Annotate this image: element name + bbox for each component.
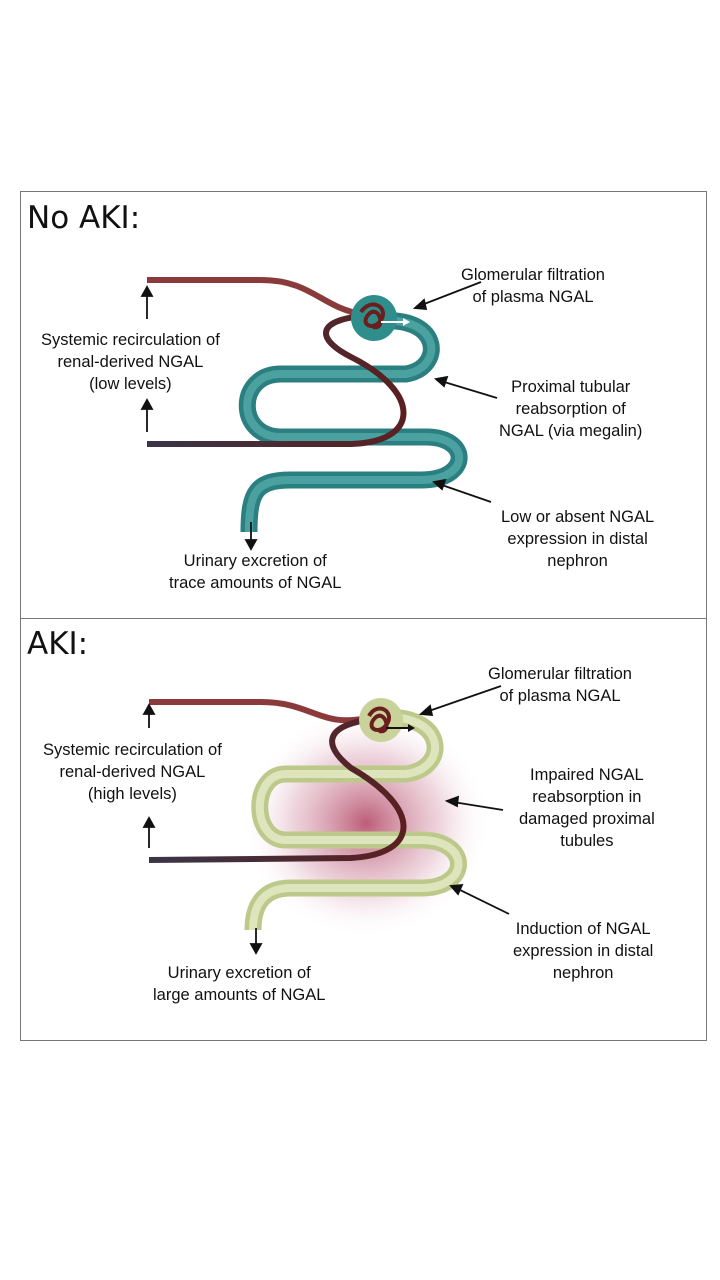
afferent-vessel — [149, 699, 367, 724]
annotation-arrows — [142, 685, 510, 955]
label-urinary: Urinary excretion of large amounts of NG… — [153, 962, 325, 1006]
panel-no-aki: No AKI: — [21, 192, 706, 619]
label-line: nephron — [552, 964, 614, 982]
label-line: expression in distal — [507, 530, 648, 548]
label-systemic: Systemic recirculation of renal-derived … — [43, 739, 222, 805]
label-line: of plasma NGAL — [472, 288, 594, 306]
label-line: reabsorption of — [515, 400, 626, 418]
panel-aki: AKI: — [21, 618, 706, 1040]
label-line: damaged proximal — [519, 810, 655, 828]
label-line: Systemic recirculation of — [43, 741, 222, 759]
label-line: Low or absent NGAL — [501, 508, 655, 526]
nephron-illustration — [142, 685, 510, 955]
panel-title: No AKI: — [27, 200, 141, 236]
label-line: renal-derived NGAL — [57, 353, 204, 371]
glomerulus — [351, 295, 397, 341]
injury-glow — [241, 708, 491, 938]
efferent-vessel — [147, 313, 407, 447]
label-line: large amounts of NGAL — [153, 986, 326, 1004]
label-glomerular-filtration: Glomerular filtration of plasma NGAL — [461, 264, 605, 308]
label-distal: Low or absent NGAL expression in distal … — [501, 506, 654, 572]
label-line: Glomerular filtration — [488, 665, 632, 683]
label-line: nephron — [547, 552, 608, 570]
label-line: Glomerular filtration — [461, 266, 605, 284]
label-distal: Induction of NGAL expression in distal n… — [513, 918, 653, 984]
label-line: tubules — [560, 832, 614, 850]
efferent-vessel — [148, 717, 407, 863]
label-line: Urinary excretion of — [183, 552, 327, 570]
label-systemic: Systemic recirculation of renal-derived … — [41, 329, 220, 395]
label-proximal: Proximal tubular reabsorption of NGAL (v… — [499, 376, 642, 442]
annotation-arrows — [140, 281, 498, 551]
label-line: (low levels) — [89, 375, 172, 393]
label-line: Induction of NGAL — [515, 920, 651, 938]
label-line: reabsorption in — [532, 788, 642, 806]
label-line: (high levels) — [87, 785, 177, 803]
label-proximal: Impaired NGAL reabsorption in damaged pr… — [519, 764, 655, 852]
label-urinary: Urinary excretion of trace amounts of NG… — [169, 550, 341, 594]
label-line: renal-derived NGAL — [59, 763, 206, 781]
label-line: Proximal tubular — [511, 378, 631, 396]
label-line: Impaired NGAL — [530, 766, 644, 784]
afferent-vessel — [147, 277, 362, 317]
ngal-figure: No AKI: — [20, 191, 707, 1041]
label-line: expression in distal — [513, 942, 654, 960]
label-line: of plasma NGAL — [499, 687, 621, 705]
label-glomerular-filtration: Glomerular filtration of plasma NGAL — [488, 663, 632, 707]
label-line: Systemic recirculation of — [41, 331, 220, 349]
label-line: Urinary excretion of — [167, 964, 311, 982]
label-line: trace amounts of NGAL — [169, 574, 342, 592]
label-line: NGAL (via megalin) — [499, 422, 643, 440]
panel-title: AKI: — [27, 626, 89, 662]
glomerulus — [359, 698, 403, 742]
nephron-illustration — [140, 277, 498, 551]
